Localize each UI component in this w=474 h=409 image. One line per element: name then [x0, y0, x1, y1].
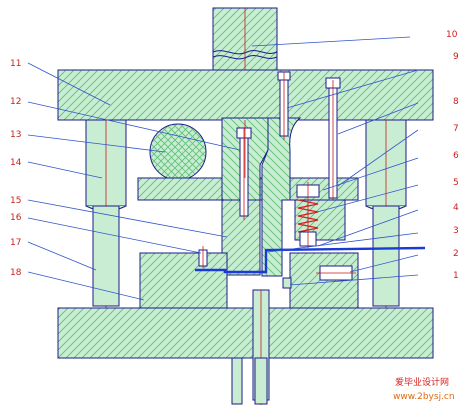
bending-punch	[261, 117, 302, 277]
label-4: 4	[453, 203, 459, 213]
label-14: 14	[10, 158, 22, 168]
upper-die-plate	[57, 69, 434, 121]
label-13: 13	[10, 130, 21, 140]
right-guide-post	[365, 119, 407, 310]
label-1: 1	[453, 271, 459, 281]
label-2: 2	[453, 249, 459, 259]
label-8: 8	[453, 97, 459, 107]
label-9: 9	[453, 52, 459, 62]
label-12: 12	[10, 97, 21, 107]
label-16: 16	[10, 213, 22, 223]
sheet-metal-workpiece	[195, 246, 426, 274]
label-11: 11	[10, 59, 21, 69]
part-number-labels: 1 2 3 4 5 6 7 8 9 10 11 12 13 14 15 16 1…	[10, 30, 459, 281]
lower-die-plate	[57, 307, 434, 359]
label-7: 7	[453, 124, 459, 134]
watermark-url: www.2bysj.cn	[393, 392, 455, 402]
watermark-chinese: 爱毕业设计网	[395, 376, 449, 388]
label-6: 6	[453, 151, 459, 161]
label-5: 5	[453, 178, 459, 188]
elastic-rubber-block	[149, 123, 207, 181]
center-lines	[202, 8, 356, 274]
label-15: 15	[10, 196, 21, 206]
label-3: 3	[453, 226, 459, 236]
label-18: 18	[10, 268, 22, 278]
watermark: 爱毕业设计网 www.2bysj.cn	[393, 376, 455, 402]
stop-block	[282, 277, 292, 289]
label-17: 17	[10, 238, 21, 248]
leader-lines	[27, 36, 419, 301]
lower-die-left	[139, 252, 228, 309]
bottom-bolts	[231, 357, 268, 405]
left-guide-post	[85, 119, 127, 310]
label-10: 10	[446, 30, 458, 40]
